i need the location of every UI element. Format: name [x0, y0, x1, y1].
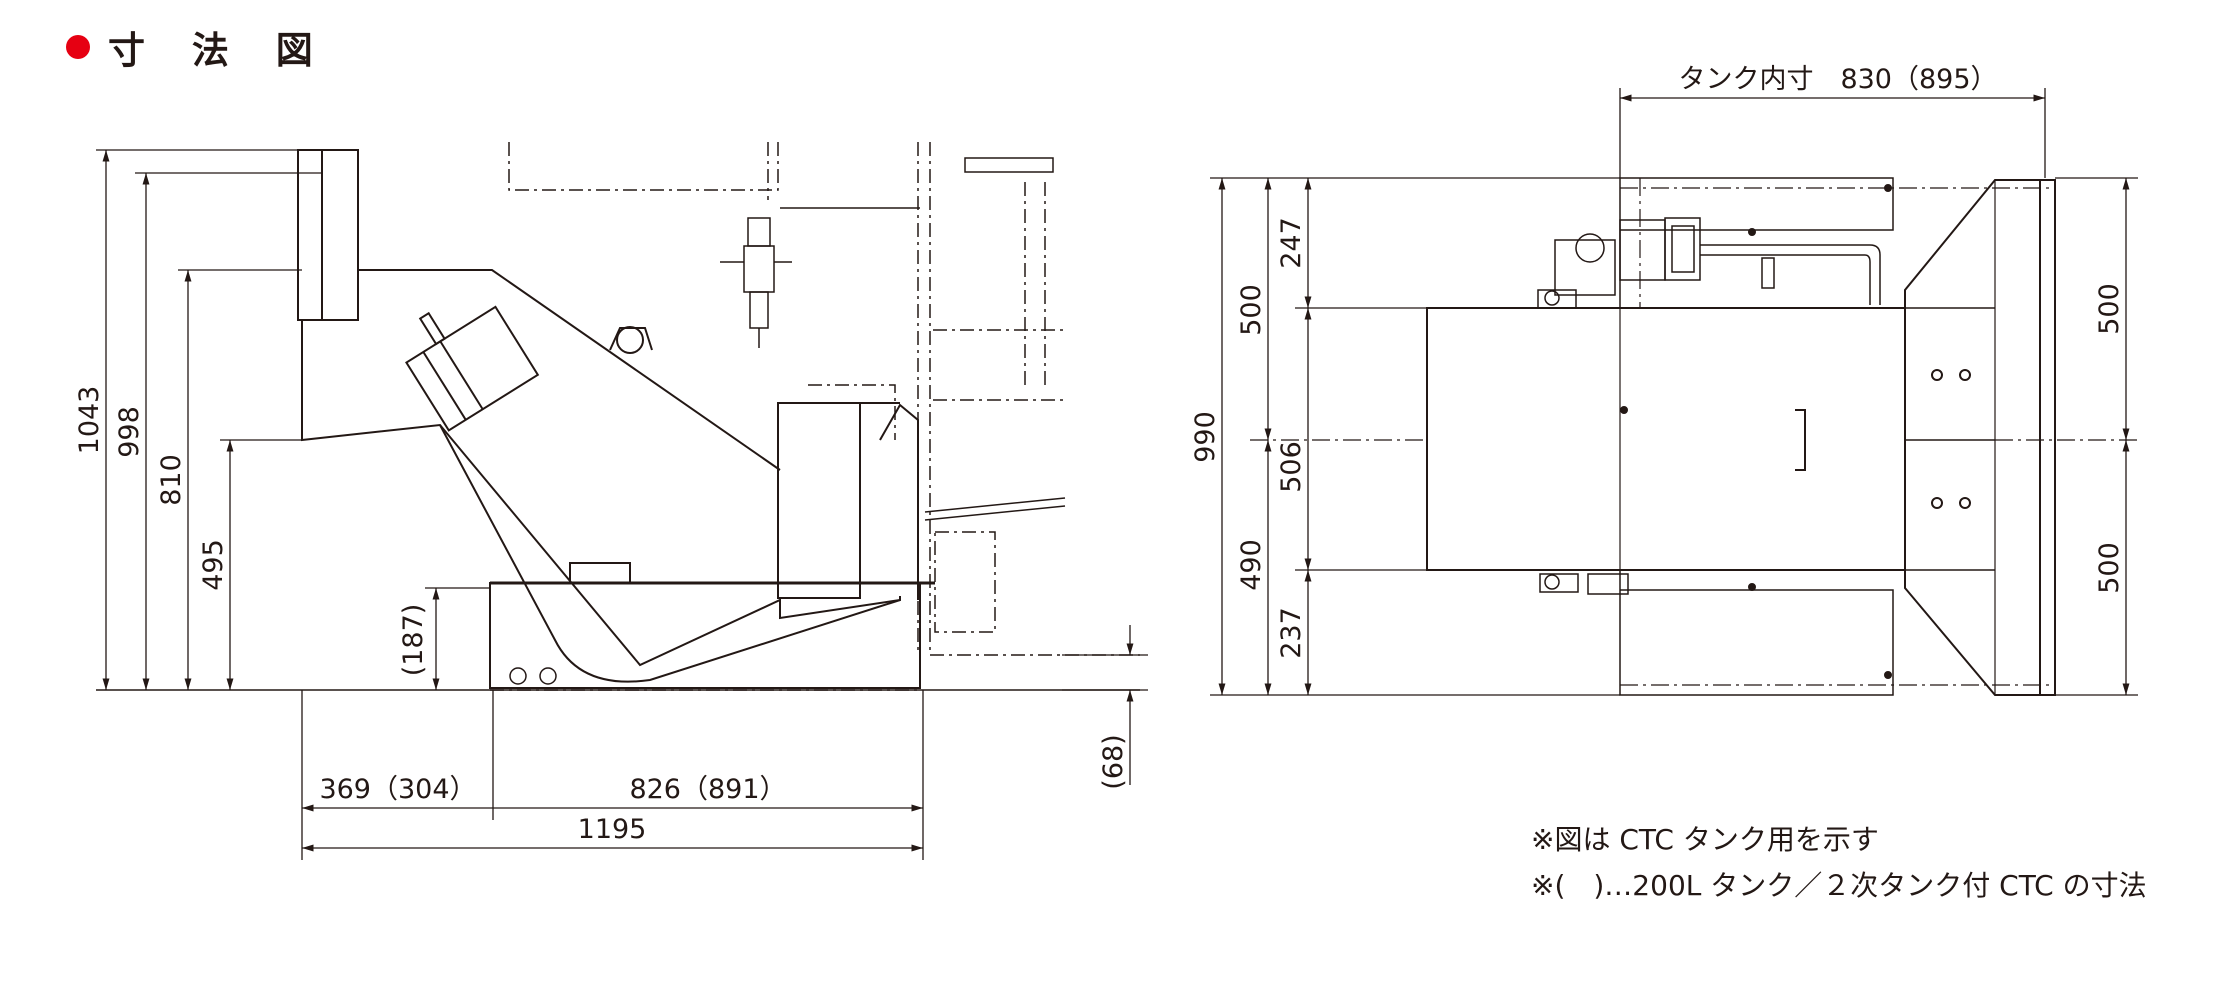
dim-810: 810	[156, 454, 187, 506]
dim-247: 247	[1276, 217, 1307, 269]
dim-500-right-bottom: 500	[2094, 542, 2125, 594]
dim-68: (68)	[1098, 734, 1129, 789]
section-title-text: 寸 法 図	[108, 29, 330, 72]
top-view-dimensions: タンク内寸 830（895） 990 500 247 506 490 237 5…	[1190, 64, 2138, 696]
side-view-dimensions: 1043 998 810 495 (187) 369（304） 826（891）…	[74, 149, 1148, 860]
section-title: 寸 法 図	[66, 20, 330, 74]
top-view	[1426, 177, 2056, 696]
dim-1195: 1195	[578, 814, 647, 845]
dim-495: 495	[198, 539, 229, 591]
dim-1043: 1043	[74, 386, 105, 455]
dim-506: 506	[1276, 441, 1307, 493]
dim-500-right-top: 500	[2094, 283, 2125, 335]
dim-490: 490	[1236, 539, 1267, 591]
dim-998: 998	[114, 406, 145, 458]
dim-990: 990	[1190, 411, 1221, 463]
note-ctc-tank: ※図は CTC タンク用を示す	[1531, 823, 1879, 856]
side-view	[96, 142, 1140, 691]
dim-187: (187)	[398, 604, 429, 677]
dim-369: 369（304）	[319, 774, 476, 805]
dim-tank-inner: タンク内寸 830（895）	[1678, 64, 1997, 95]
dim-237: 237	[1276, 607, 1307, 659]
red-bullet-icon	[66, 35, 90, 59]
dim-826: 826（891）	[629, 774, 786, 805]
dim-500-left: 500	[1236, 284, 1267, 336]
note-parenthesis-dims: ※( )…200L タンク／２次タンク付 CTC の寸法	[1531, 869, 2147, 902]
